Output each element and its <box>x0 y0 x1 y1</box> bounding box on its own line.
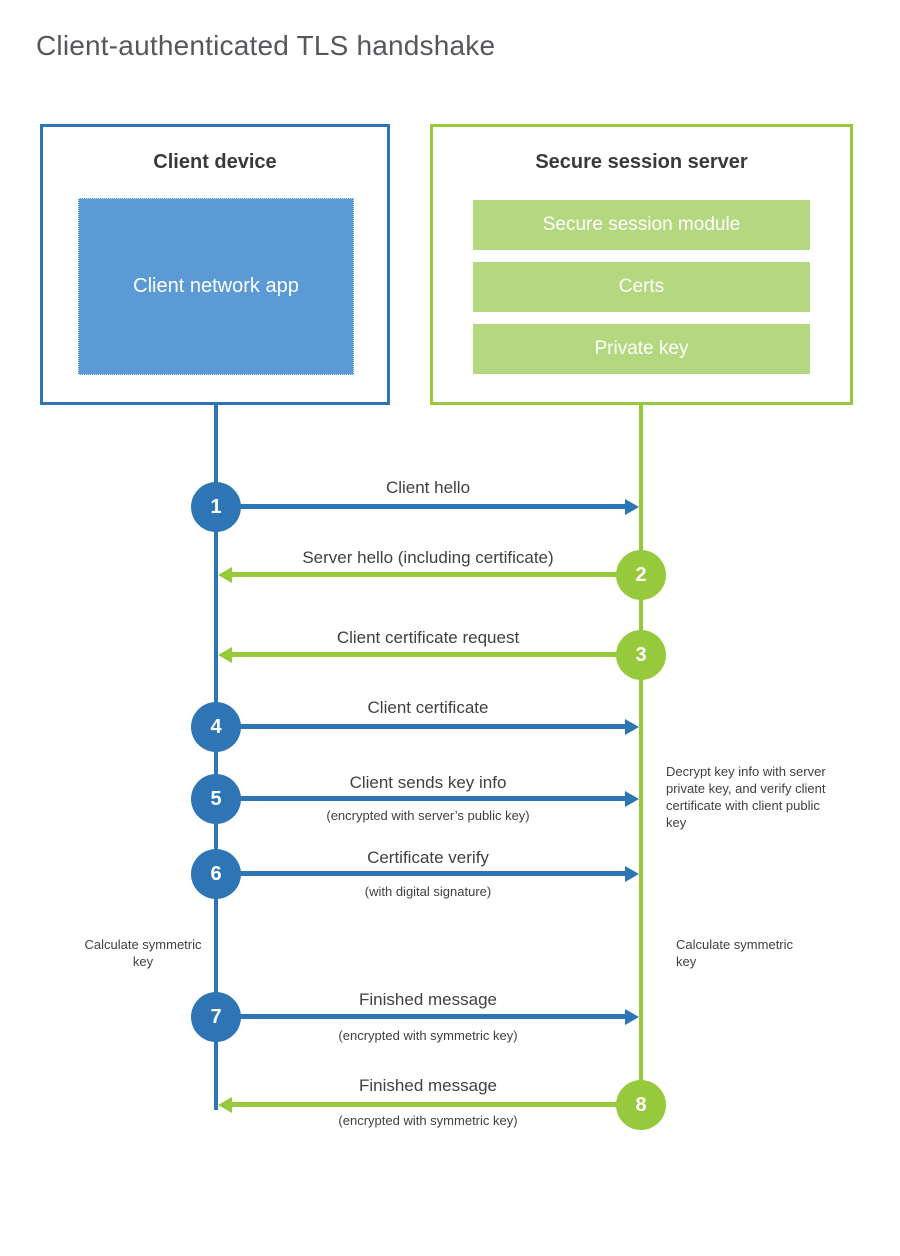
message-6-arrow <box>216 865 639 882</box>
server-title: Secure session server <box>535 151 748 173</box>
client-network-app-box: Client network app <box>78 198 354 375</box>
message-6-sublabel: (with digital signature) <box>364 884 492 899</box>
arrowhead-right-icon <box>625 1008 639 1025</box>
message-3-label: Client certificate request <box>336 628 520 647</box>
step-6-circle: 6 <box>191 849 241 899</box>
note-calculate-symmetric-key-server: Calculate symmetric key <box>676 937 794 969</box>
message-7-label: Finished message <box>359 990 497 1009</box>
message-5-arrow <box>216 790 639 807</box>
step-8-circle: 8 <box>616 1080 666 1130</box>
server-module-private-key: Private key <box>473 324 810 374</box>
client-device-title: Client device <box>153 151 277 173</box>
message-1-label: Client hello <box>385 478 471 497</box>
server-module-secure-session: Secure session module <box>473 200 810 250</box>
message-7-arrow <box>216 1008 639 1025</box>
page-title: Client-authenticated TLS handshake <box>36 30 496 61</box>
message-5-label: Client sends key info <box>349 773 507 792</box>
step-5-circle: 5 <box>191 774 241 824</box>
arrowhead-right-icon <box>625 865 639 882</box>
message-8-label: Finished message <box>359 1076 497 1095</box>
step-4-circle: 4 <box>191 702 241 752</box>
arrowhead-right-icon <box>625 790 639 807</box>
message-2-arrow <box>218 566 641 583</box>
client-lifeline <box>214 404 218 1110</box>
arrowhead-left-icon <box>218 646 232 663</box>
arrowhead-right-icon <box>625 498 639 515</box>
server-modules: Secure session module Certs Private key <box>473 200 810 386</box>
arrowhead-right-icon <box>625 718 639 735</box>
arrowhead-left-icon <box>218 1096 232 1113</box>
message-4-arrow <box>216 718 639 735</box>
note-calculate-symmetric-key-client: Calculate symmetric key <box>84 937 202 969</box>
message-5-sublabel: (encrypted with server’s public key) <box>326 808 530 823</box>
arrowhead-left-icon <box>218 566 232 583</box>
message-8-arrow <box>218 1096 641 1113</box>
step-1-circle: 1 <box>191 482 241 532</box>
step-3-circle: 3 <box>616 630 666 680</box>
message-3-arrow <box>218 646 641 663</box>
message-8-sublabel: (encrypted with symmetric key) <box>338 1113 518 1128</box>
server-module-certs: Certs <box>473 262 810 312</box>
step-2-circle: 2 <box>616 550 666 600</box>
message-6-label: Certificate verify <box>367 848 489 867</box>
message-7-sublabel: (encrypted with symmetric key) <box>338 1028 518 1043</box>
message-2-label: Server hello (including certificate) <box>302 548 554 567</box>
client-device-box: Client device Client network app <box>40 124 390 405</box>
server-box: Secure session server Secure session mod… <box>430 124 853 405</box>
client-network-app-label: Client network app <box>133 275 299 297</box>
server-lifeline <box>639 404 643 1105</box>
step-7-circle: 7 <box>191 992 241 1042</box>
message-4-label: Client certificate <box>367 698 489 717</box>
message-1-arrow <box>216 498 639 515</box>
note-decrypt-key-info: Decrypt key info with server private key… <box>666 764 826 830</box>
